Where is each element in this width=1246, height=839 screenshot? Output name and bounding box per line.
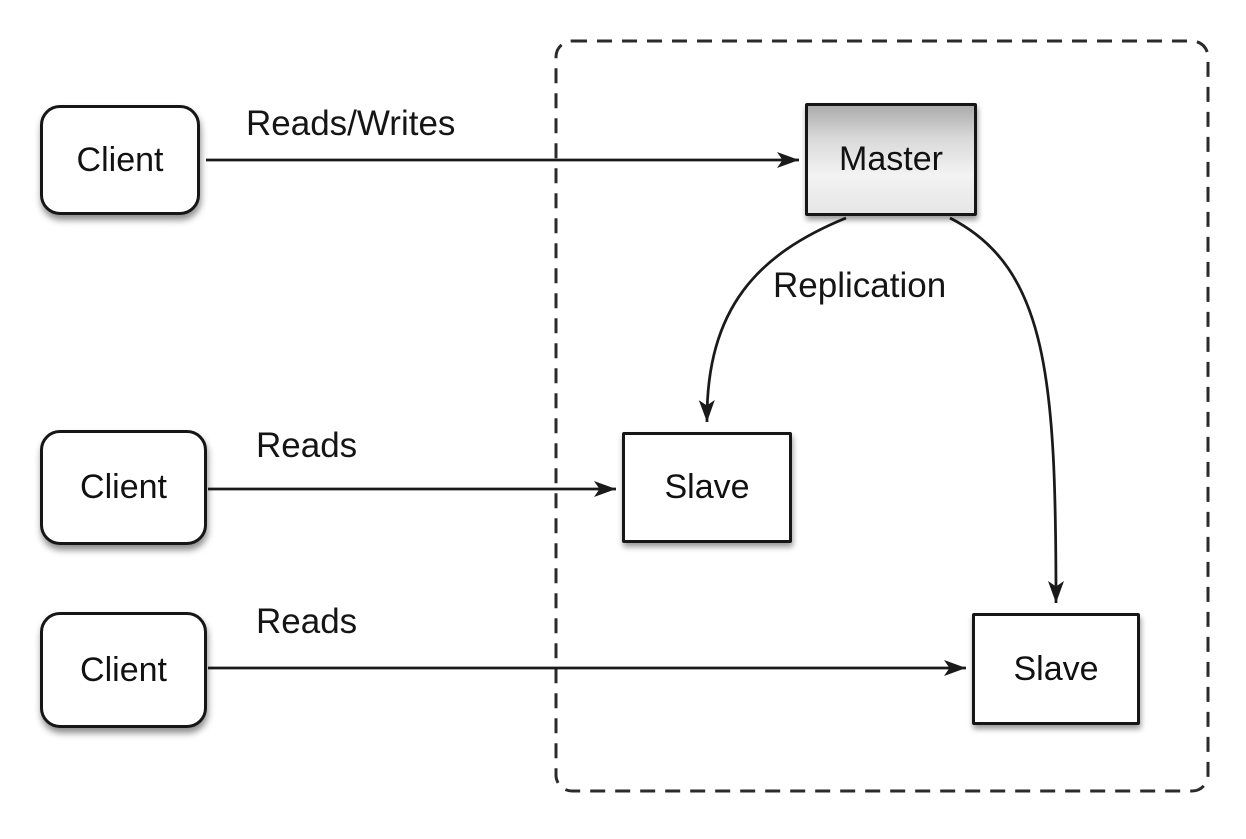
client-node-2: Client	[40, 430, 207, 545]
edge-label-reads-mid: Reads	[256, 426, 358, 465]
arrow-master-to-slave1	[698, 216, 847, 423]
edge-label-reads-bottom: Reads	[256, 602, 358, 641]
master-node-label: Master	[839, 140, 943, 178]
client-node-3-label: Client	[80, 650, 167, 689]
slave-node-1-label: Slave	[664, 468, 750, 506]
edge-label-replication: Replication	[773, 266, 947, 305]
arrow-master-to-slave2	[949, 216, 1064, 604]
cluster-boundary	[554, 39, 1210, 793]
slave-node-2-label: Slave	[1013, 649, 1099, 688]
master-node: Master	[805, 103, 977, 216]
edge-label-reads-writes: Reads/Writes	[246, 104, 456, 143]
slave-node-1: Slave	[622, 432, 792, 543]
client-node-1-label: Client	[76, 140, 164, 179]
client-node-1: Client	[40, 105, 200, 215]
client-node-2-label: Client	[80, 468, 167, 506]
slave-node-2: Slave	[972, 613, 1140, 725]
client-node-3: Client	[40, 612, 207, 728]
